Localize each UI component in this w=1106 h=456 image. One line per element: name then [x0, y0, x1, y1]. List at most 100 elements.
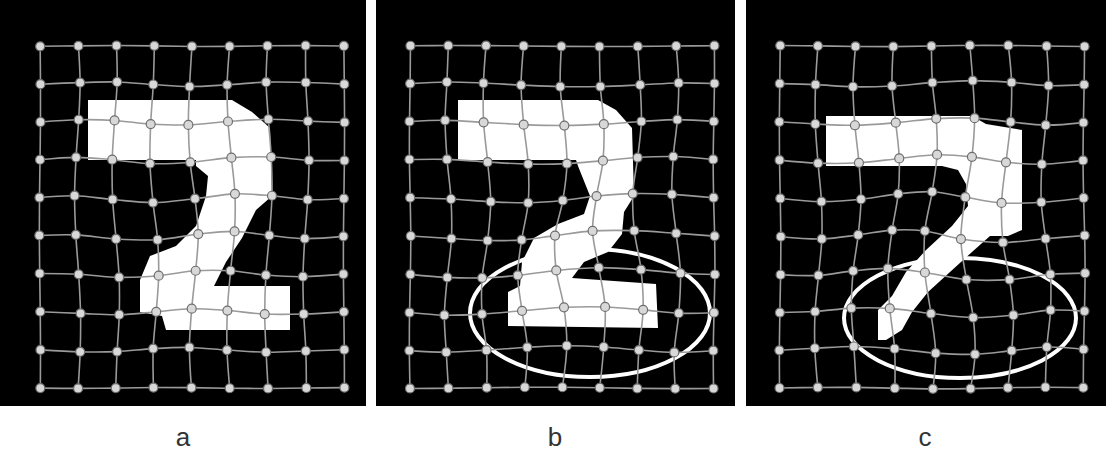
grid-node [674, 78, 683, 87]
grid-node [340, 383, 349, 392]
grid-node [265, 231, 274, 240]
panel [376, 0, 735, 406]
grid-node [482, 383, 491, 392]
grid-node [443, 155, 452, 164]
grid-node [849, 342, 858, 351]
grid-node [108, 155, 117, 164]
grid-node [776, 232, 785, 241]
grid-node [108, 195, 117, 204]
panel [746, 0, 1106, 406]
grid-node [223, 306, 232, 315]
grid-node [969, 313, 978, 322]
grid-node [444, 41, 453, 50]
grid-node [478, 273, 487, 282]
grid-node [709, 193, 718, 202]
grid-node [630, 226, 639, 235]
grid-node [895, 154, 904, 163]
grid-node [513, 271, 522, 280]
grid-node [1046, 270, 1055, 279]
grid-line [409, 346, 713, 353]
grid-node [966, 384, 975, 393]
grid-node [1041, 383, 1050, 392]
grid-node [300, 234, 309, 243]
grid-node [710, 270, 719, 279]
grid-node [36, 80, 45, 89]
grid-node [261, 271, 270, 280]
grid-node [551, 231, 560, 240]
grid-node [920, 226, 929, 235]
grid-node [115, 310, 124, 319]
grid-node [956, 235, 965, 244]
grid-node [36, 384, 45, 393]
grid-node [817, 197, 826, 206]
grid-line [39, 194, 343, 203]
grid-node [674, 309, 683, 318]
grid-node [70, 191, 79, 200]
grid-node [154, 271, 163, 280]
grid-node [524, 198, 533, 207]
panel-label: c [919, 424, 932, 450]
grid-node [482, 41, 491, 50]
grid-node [520, 383, 529, 392]
grid-line [75, 46, 81, 389]
grid-node [517, 235, 526, 244]
panel-ground [0, 0, 366, 406]
grid-node [851, 42, 860, 51]
grid-node [301, 78, 310, 87]
grid-node [191, 266, 200, 275]
grid-line [672, 46, 681, 389]
grid-node [184, 120, 193, 129]
grid-node [442, 348, 451, 357]
grid-node [552, 266, 561, 275]
grid-node [483, 236, 492, 245]
grid-node [35, 193, 44, 202]
grid-node [813, 383, 822, 392]
panel-label: b [548, 424, 562, 450]
grid-node [709, 384, 718, 393]
grid-node [486, 197, 495, 206]
grid-node [599, 343, 608, 352]
grid-node [146, 120, 155, 129]
grid-node [339, 307, 348, 316]
grid-node [482, 346, 491, 355]
grid-node [961, 193, 970, 202]
grid-line [1041, 46, 1051, 387]
grid-node [594, 263, 603, 272]
grid-node [811, 307, 820, 316]
grid-node [676, 269, 685, 278]
grid-node [557, 42, 566, 51]
panel-ground [376, 0, 735, 406]
grid-node [405, 346, 414, 355]
grid-node [187, 304, 196, 313]
grid-node [36, 155, 45, 164]
grid-line [518, 46, 529, 387]
grid-node [669, 152, 678, 161]
grid-node [927, 42, 936, 51]
grid-node [1007, 78, 1016, 87]
grid-node [71, 230, 80, 239]
grid-node [339, 270, 348, 279]
grid-line [780, 308, 1085, 318]
grid-node [928, 384, 937, 393]
grid-node [518, 306, 527, 315]
grid-node [442, 77, 451, 86]
grid-line [781, 230, 1085, 243]
grid-node [260, 310, 269, 319]
grid-node [340, 156, 349, 165]
grid-node [926, 309, 935, 318]
grid-node [443, 273, 452, 282]
grid-node [847, 304, 856, 313]
grid-node [264, 384, 273, 393]
grid-node [1042, 343, 1051, 352]
grid-node [560, 121, 569, 130]
grid-node [639, 305, 648, 314]
grid-node [885, 304, 894, 313]
deformed-grid [405, 41, 720, 393]
grid-node [524, 160, 533, 169]
grid-node [1005, 275, 1014, 284]
grid-node [562, 159, 571, 168]
deformed-grid [35, 41, 349, 393]
grid-node [933, 150, 942, 159]
grid-node [1080, 231, 1089, 240]
